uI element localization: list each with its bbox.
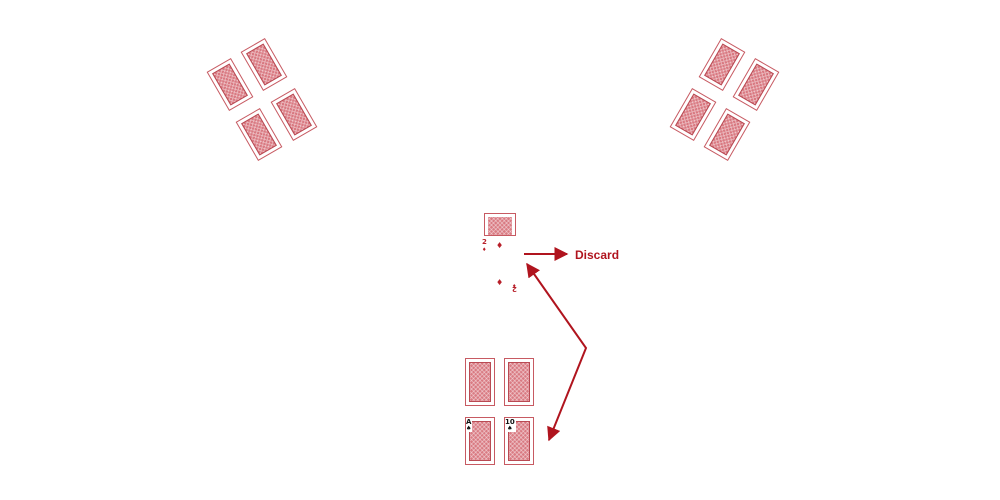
diamond-icon: ♦ [496, 241, 504, 250]
discard-label: Discard [575, 248, 620, 262]
spade-icon: ♠ [466, 425, 472, 432]
face-up-card[interactable]: 2 ♦ ♦ ♦ ♦ 2 [477, 236, 523, 296]
diamond-icon: ♦ [482, 247, 487, 253]
player-card[interactable] [465, 358, 495, 406]
card-rank: A [466, 418, 472, 426]
card-rank-top: 2 [482, 238, 487, 246]
card-index-ace: A ♠ [466, 418, 473, 432]
swap-arrow [526, 262, 588, 442]
card-index-ten: 10 ♠ [505, 418, 516, 432]
discard-pile[interactable] [484, 213, 516, 236]
spade-icon: ♠ [507, 425, 513, 432]
card-rank: 10 [505, 418, 515, 426]
player-card[interactable]: A ♠ [465, 417, 495, 465]
diamond-icon: ♦ [496, 278, 504, 287]
